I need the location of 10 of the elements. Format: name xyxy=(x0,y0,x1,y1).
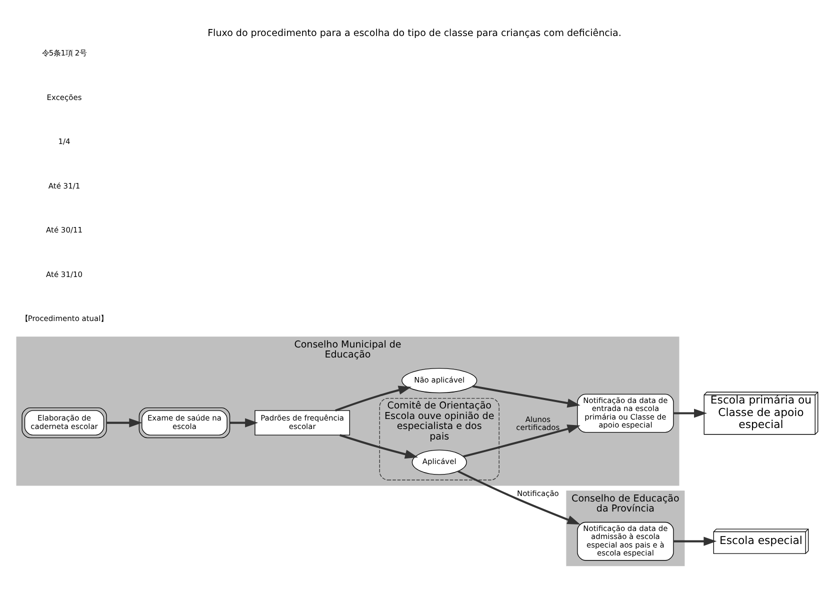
arrow xyxy=(230,418,258,428)
arrow xyxy=(674,408,708,418)
arrow xyxy=(472,385,580,408)
arrow xyxy=(463,424,580,458)
diagram-title: Fluxo do procedimento para a escolha do tipo de classe para crianças com deficiência. xyxy=(208,28,622,40)
arrow xyxy=(458,470,580,525)
arrow xyxy=(340,434,418,459)
arrow xyxy=(106,418,142,428)
arrow xyxy=(335,386,412,412)
arrow xyxy=(674,536,717,546)
